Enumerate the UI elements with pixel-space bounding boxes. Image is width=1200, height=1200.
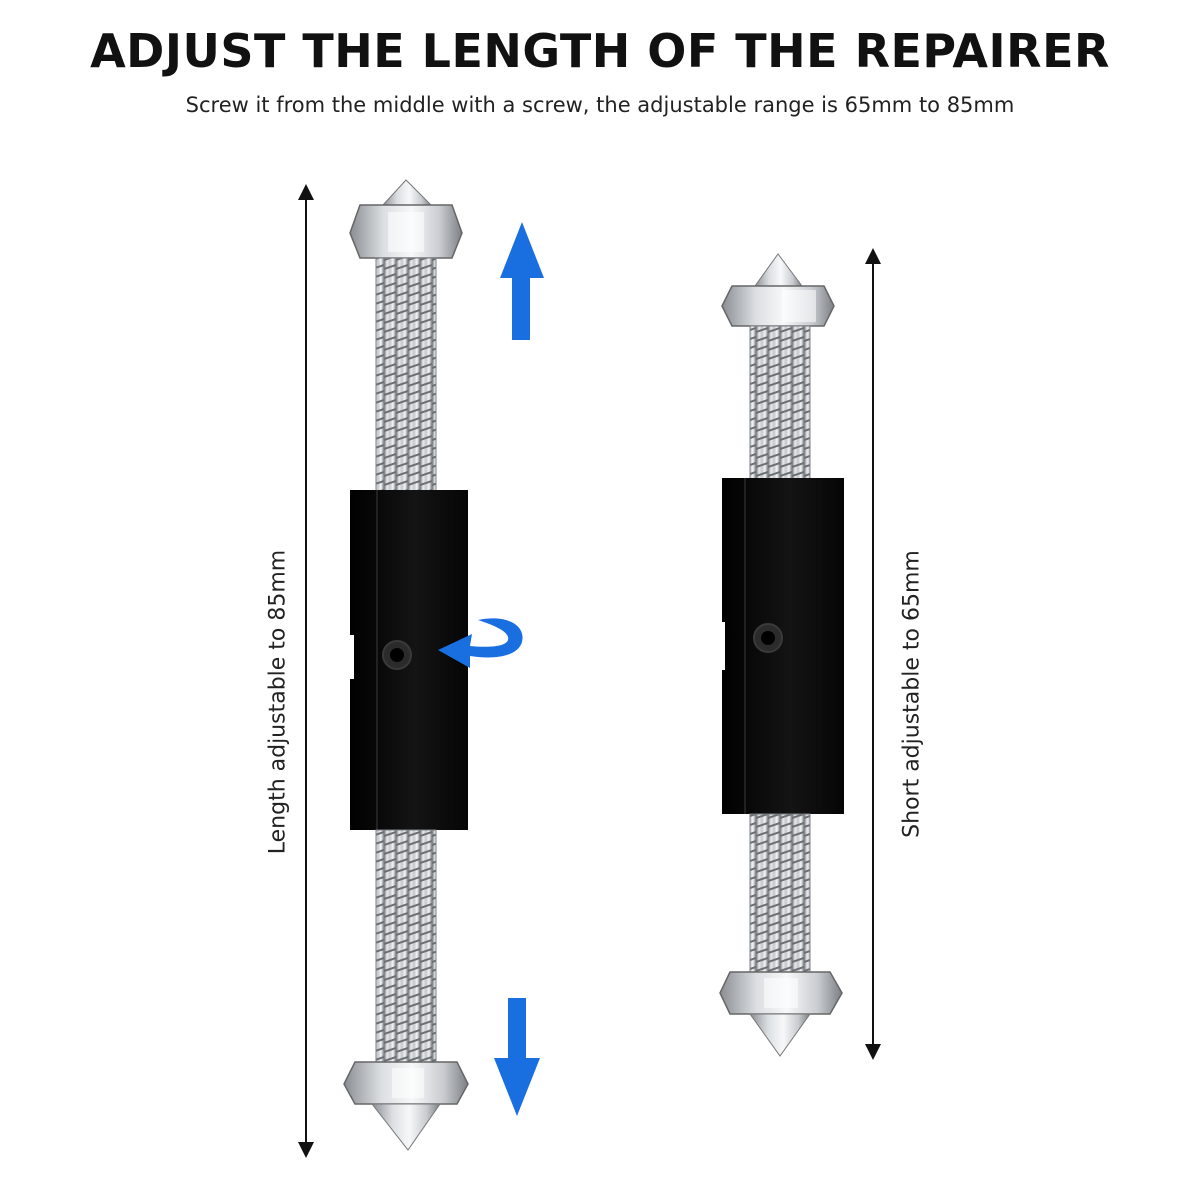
page-title: ADJUST THE LENGTH OF THE REPAIRER [90, 24, 1110, 78]
long-hex-body [344, 490, 468, 830]
short-bottom-nut [719, 971, 843, 1057]
rotate-arrow-icon [438, 618, 523, 668]
long-bottom-nut [343, 1061, 469, 1151]
short-bottom-screw [749, 813, 811, 975]
long-top-screw [375, 257, 437, 495]
short-repairer [716, 248, 881, 1060]
extend-down-arrow-icon [494, 998, 540, 1116]
short-dimension-label: Short adjustable to 65mm [899, 550, 925, 838]
short-top-screw [749, 325, 811, 483]
short-hex-body [716, 478, 844, 814]
page-subtitle: Screw it from the middle with a screw, t… [185, 93, 1015, 117]
short-top-nut [721, 253, 835, 327]
long-dimension-label: Length adjustable to 85mm [265, 549, 291, 855]
long-repairer [298, 179, 544, 1158]
long-bottom-screw [375, 829, 437, 1065]
extend-up-arrow-icon [500, 222, 544, 340]
long-top-nut [349, 179, 463, 259]
